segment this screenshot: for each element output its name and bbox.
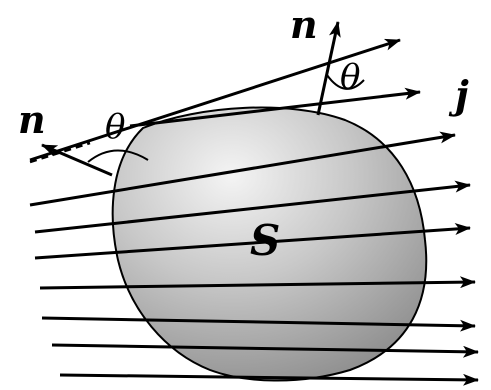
field-line [41,316,476,332]
label-j: j [448,72,469,117]
field-line [129,87,421,128]
label-angle-left: θ [105,107,125,147]
label-normal-left: n [18,97,46,142]
field-line [59,373,479,386]
label-normal-top: n [290,2,318,47]
field-line [29,131,456,207]
field-line [34,180,471,234]
field-line [34,223,471,260]
label-surface: S [250,216,280,265]
angle-arc-top [326,74,365,90]
dashed-extension [29,141,91,164]
field-lines [29,38,479,386]
normal-vector-left [41,143,113,177]
label-angle-top: θ [340,57,360,97]
normal-vector-top [316,21,341,116]
field-line [51,343,479,358]
angle-arc-left [87,149,149,163]
field-line [29,38,401,162]
surface-s [111,106,428,382]
field-line [39,276,476,290]
